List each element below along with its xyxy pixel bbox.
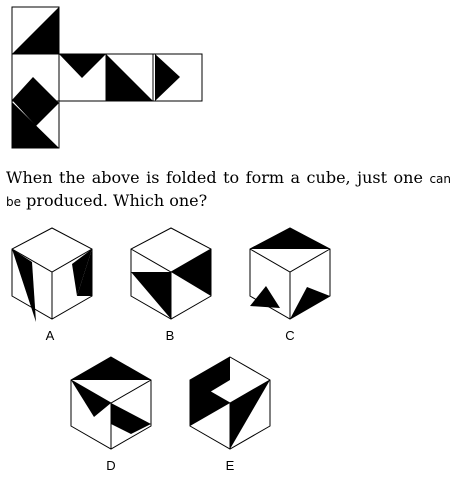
net-face-center — [59, 54, 106, 78]
net-face-top — [12, 7, 59, 54]
option-e-cube[interactable] — [189, 356, 271, 450]
cube-net — [11, 6, 203, 149]
option-b-label[interactable]: B — [165, 328, 175, 343]
option-c-label[interactable]: C — [285, 328, 295, 343]
option-e-label[interactable]: E — [225, 458, 235, 473]
net-face-bottom — [12, 102, 59, 148]
option-a-label[interactable]: A — [45, 328, 55, 343]
net-fold-lines — [12, 53, 154, 102]
question-text-main: When the above is folded to form a cube,… — [6, 168, 423, 187]
option-d-label[interactable]: D — [106, 458, 116, 473]
option-b-cube[interactable] — [130, 227, 212, 320]
question-text: When the above is folded to form a cube,… — [6, 167, 451, 213]
net-face-right-1 — [106, 54, 153, 101]
question-text-small: can be — [6, 172, 451, 209]
net-outline — [11, 6, 203, 149]
question-text-end: produced. Which one? — [26, 191, 208, 210]
option-c-cube[interactable] — [249, 227, 331, 320]
option-d-cube[interactable] — [70, 356, 152, 450]
net-face-right-2 — [155, 54, 180, 101]
option-a-cube[interactable] — [11, 227, 93, 322]
